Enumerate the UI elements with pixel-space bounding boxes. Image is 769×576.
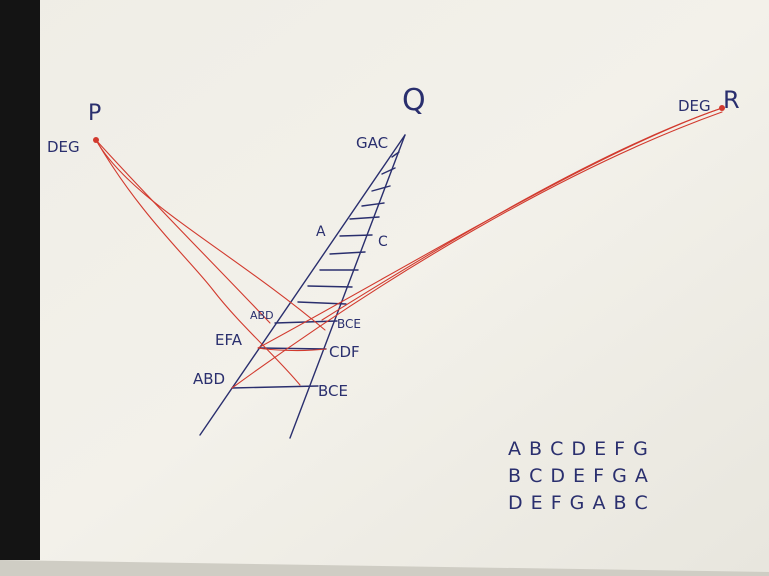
- scale-line-2: B C D E F G A: [508, 465, 649, 487]
- scale-line-3: D E F G A B C: [508, 492, 649, 514]
- ladder-rungs: [231, 151, 400, 389]
- ladder-label-abd-small: ABD: [250, 309, 274, 322]
- ladder-label-abd: ABD: [193, 370, 225, 388]
- ladder-label-cdf: CDF: [329, 343, 360, 361]
- red-line-r-to-bce-small: [321, 107, 723, 321]
- paper-bottom-edge: [0, 560, 769, 576]
- ladder-label-bce-small: BCE: [337, 317, 361, 331]
- point-r-label: R: [723, 86, 740, 114]
- point-p-label: P: [88, 101, 101, 126]
- point-q-label: Q: [402, 83, 426, 118]
- ladder-label-bce: BCE: [318, 382, 348, 400]
- point-q-note: GAC: [356, 134, 388, 152]
- dark-left-edge: [0, 0, 40, 560]
- red-line-r-to-abd: [231, 111, 723, 389]
- red-line-p-to-bce: [95, 139, 301, 386]
- scale-list: A B C D E F G B C D E F G A D E F G A B …: [508, 438, 649, 514]
- red-connections: [95, 107, 723, 389]
- red-line-p-to-bce-small: [95, 139, 326, 331]
- scale-line-1: A B C D E F G: [508, 438, 649, 460]
- ladder-label-c: C: [378, 234, 388, 250]
- ladder-figure: [199, 134, 406, 439]
- red-line-p-to-abd-small: [95, 139, 271, 324]
- point-p-note: DEG: [47, 138, 80, 156]
- ladder-label-efa: EFA: [215, 331, 243, 349]
- point-p-dot: [93, 137, 99, 143]
- ladder-left-rail: [199, 134, 406, 436]
- point-r-note: DEG: [678, 97, 711, 115]
- red-line-efa-to-cdf: [257, 347, 327, 352]
- ladder-label-a: A: [316, 224, 326, 240]
- point-r-dot: [719, 105, 725, 111]
